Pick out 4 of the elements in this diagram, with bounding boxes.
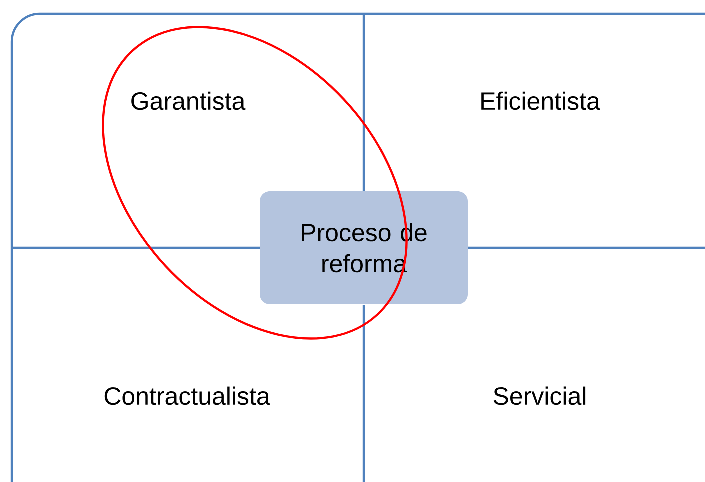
- quadrant-label: Servicial: [494, 386, 586, 406]
- quadrant-label: Garantista: [132, 92, 246, 110]
- quadrant-label: Contractualista: [104, 386, 270, 406]
- quadrant-label: Eficientista: [482, 92, 600, 110]
